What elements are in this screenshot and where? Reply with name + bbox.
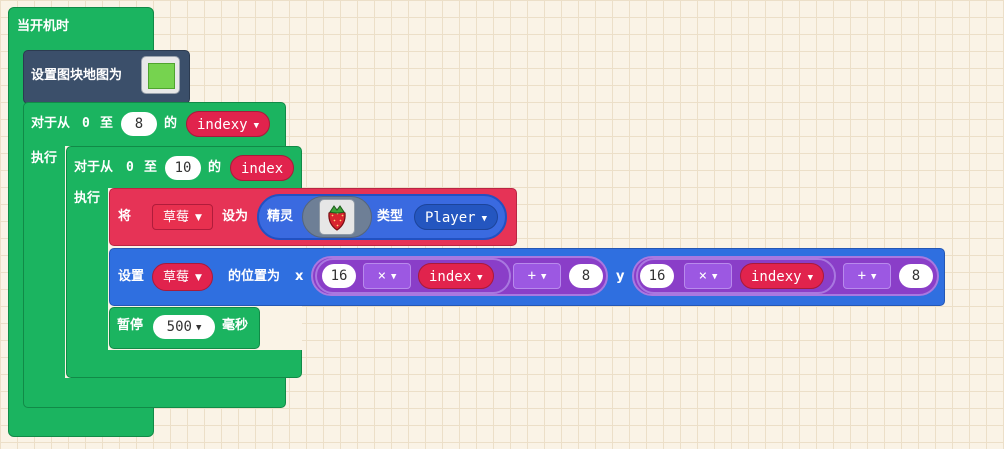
outer-loop-to-input[interactable]: 8 [121, 112, 157, 136]
inner-loop-prefix: 对于从 [74, 160, 114, 175]
chevron-down-icon: ▼ [195, 323, 202, 333]
set-position-var-text: 草莓 [163, 270, 190, 285]
inner-loop-do-label: 执行 [74, 191, 101, 206]
inner-loop-from: 0 [126, 160, 134, 175]
x-multiply-op-dropdown[interactable]: ×▼ [363, 263, 411, 289]
inner-loop-var-text: index [241, 161, 284, 177]
pause-duration-text: 500 [166, 319, 192, 335]
y-multiplier-input[interactable]: 16 [640, 264, 674, 288]
y-plus-op-text: + [857, 268, 866, 284]
strawberry-icon[interactable] [319, 199, 355, 235]
outer-loop-var-text: indexy [197, 117, 248, 133]
set-sprite-set-label: 设为 [222, 209, 249, 224]
sprite-kind-dropdown[interactable]: Player ▼ [414, 204, 498, 230]
outer-loop-var-dropdown[interactable]: indexy ▼ [186, 111, 270, 137]
chevron-down-icon: ▼ [871, 272, 877, 282]
set-position-var-dropdown[interactable]: 草莓 ▼ [152, 263, 213, 291]
set-sprite-label: 将 [118, 209, 132, 224]
inner-loop-to-label: 至 [144, 160, 158, 175]
set-position-pos-label: 的位置为 [228, 269, 281, 284]
inner-loop-of-label: 的 [208, 160, 222, 175]
pause-duration-dropdown[interactable]: 500▼ [153, 315, 215, 339]
outer-loop-do-label: 执行 [31, 151, 58, 166]
outer-loop-of-label: 的 [164, 116, 178, 131]
chevron-down-icon: ▼ [481, 214, 487, 224]
x-offset-input[interactable]: 8 [569, 264, 603, 288]
outer-loop-prefix: 对于从 [31, 116, 71, 131]
chevron-down-icon: ▼ [712, 272, 718, 282]
y-offset-input[interactable]: 8 [899, 264, 933, 288]
pause-unit-label: 毫秒 [222, 318, 249, 333]
x-plus-op-dropdown[interactable]: +▼ [513, 263, 561, 289]
set-tilemap-label: 设置图块地图为 [31, 68, 123, 83]
sprite-label: 精灵 [267, 209, 294, 224]
inner-loop-var-dropdown[interactable]: index [230, 155, 295, 181]
y-var-text: indexy [751, 269, 802, 285]
on-start-label: 当开机时 [17, 19, 70, 34]
sprite-kind-text: Player [425, 210, 476, 226]
x-label: x [295, 269, 304, 284]
x-var-text: index [429, 269, 472, 285]
x-plus-op-text: + [527, 268, 536, 284]
y-multiply-op-dropdown[interactable]: ×▼ [684, 263, 732, 289]
inner-loop-to-input[interactable]: 10 [165, 156, 201, 180]
y-var-dropdown[interactable]: indexy ▼ [740, 263, 824, 289]
outer-loop-from: 0 [82, 116, 90, 131]
pause-label: 暂停 [117, 318, 144, 333]
y-plus-op-dropdown[interactable]: +▼ [843, 263, 891, 289]
chevron-down-icon: ▼ [195, 273, 202, 283]
set-sprite-var-dropdown[interactable]: 草莓 ▼ [152, 204, 213, 230]
sprite-kind-label: 类型 [377, 209, 404, 224]
set-sprite-var-text: 草莓 [163, 210, 190, 225]
x-multiplier-input[interactable]: 16 [322, 264, 356, 288]
chevron-down-icon: ▼ [477, 273, 483, 283]
chevron-down-icon: ▼ [195, 213, 202, 223]
y-multiply-op-text: × [698, 268, 707, 284]
set-position-label: 设置 [118, 269, 145, 284]
chevron-down-icon: ▼ [807, 273, 813, 283]
x-multiply-op-text: × [377, 268, 386, 284]
chevron-down-icon: ▼ [541, 272, 547, 282]
y-label: y [616, 269, 625, 284]
outer-loop-to-label: 至 [100, 116, 114, 131]
chevron-down-icon: ▼ [253, 121, 259, 131]
tilemap-thumbnail-icon[interactable] [141, 56, 180, 94]
x-var-dropdown[interactable]: index ▼ [418, 263, 494, 289]
chevron-down-icon: ▼ [391, 272, 397, 282]
